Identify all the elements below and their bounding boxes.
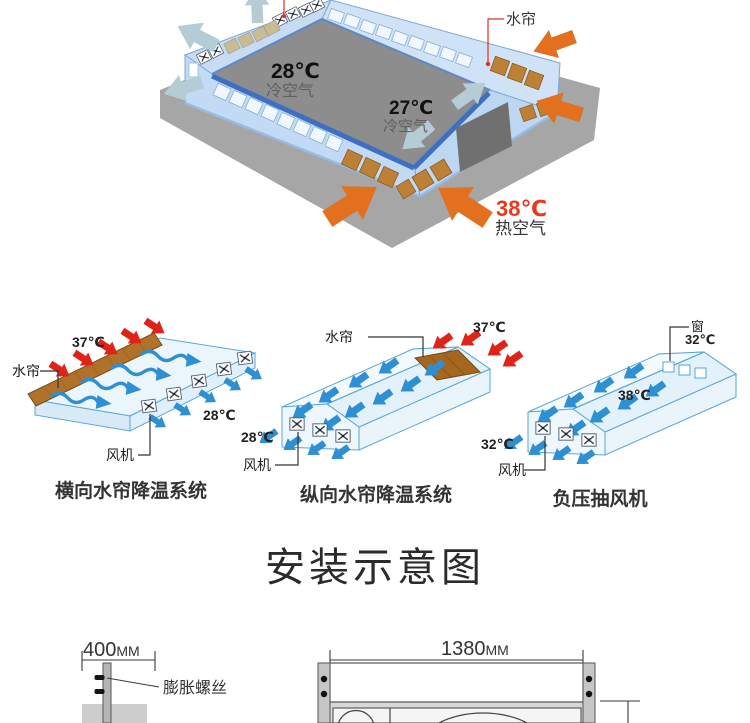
- outside-temp: 38℃: [496, 196, 547, 221]
- concrete-wall: [82, 704, 147, 723]
- negative-pressure-fan-diagram: 窗 32℃ 38℃ 32℃ 风机 负压抽风机: [481, 319, 738, 510]
- curtain-label: 水帘: [12, 363, 40, 379]
- height-dimension-start: [600, 700, 640, 723]
- fan-leader: [275, 432, 299, 466]
- horizontal-curtain-system-diagram: 水帘 37℃ 28℃ 风机 横向水帘降温系统: [12, 314, 266, 502]
- water-curtain-pointer: [282, 0, 504, 67]
- fan-label: 风机: [243, 457, 271, 473]
- fan-face-details: [337, 708, 529, 723]
- water-curtain-label: 水帘: [506, 11, 536, 28]
- system-caption: 负压抽风机: [552, 487, 647, 510]
- zone-a-temp: 28℃: [271, 60, 320, 83]
- end-door: [188, 62, 199, 78]
- window-temp: 32℃: [685, 332, 715, 347]
- warehouse-ventilation-diagram: 水帘 28℃ 冷空气 27℃ 冷空气 38℃ 热空气: [159, 0, 600, 248]
- zone-a-air: 冷空气: [266, 82, 314, 100]
- outside-air: 热空气: [495, 219, 546, 238]
- top-panel: [329, 662, 584, 703]
- curtain-leader: [368, 336, 424, 357]
- window-leader: [669, 326, 689, 361]
- zone-b-air: 冷空气: [383, 118, 428, 135]
- fan-unit-front-drawing: 1380MM: [317, 638, 640, 723]
- bolt-leader: [106, 677, 160, 688]
- expansion-bolts: [94, 675, 105, 694]
- inside-temp: 28℃: [241, 429, 274, 445]
- curtain-label: 水帘: [325, 329, 353, 345]
- post-bolts: [320, 675, 593, 698]
- dimension-line: [81, 651, 156, 671]
- fan-label: 风机: [106, 447, 134, 463]
- anchor-bolt-label: 膨胀螺丝: [163, 679, 227, 697]
- outlet-temp: 32℃: [481, 436, 514, 452]
- system-caption: 纵向水帘降温系统: [300, 483, 452, 506]
- fan-leader: [138, 414, 151, 456]
- dimension-line: [329, 650, 584, 664]
- outside-temp: 37℃: [473, 319, 506, 335]
- zone-b-temp: 27℃: [389, 98, 433, 119]
- curtain-leader: [40, 370, 59, 388]
- post-width-dimension: 400MM: [83, 639, 140, 661]
- post-install-drawing: 400MM 膨胀螺丝: [81, 639, 227, 723]
- outside-temp: 37℃: [72, 334, 105, 350]
- system-caption: 横向水帘降温系统: [55, 479, 207, 502]
- fan-leader: [524, 436, 546, 471]
- installation-drawings: 400MM 膨胀螺丝 1380MM: [81, 638, 640, 723]
- rolling-door: [456, 102, 512, 172]
- fan-width-dimension: 1380MM: [441, 638, 509, 660]
- inside-temp: 28℃: [203, 407, 236, 423]
- window-label: 窗: [691, 319, 704, 334]
- cooling-systems-diagrams: 水帘 37℃ 28℃ 风机 横向水帘降温系统: [12, 314, 738, 510]
- section-title: 安装示意图: [265, 546, 485, 590]
- fan-label: 风机: [498, 462, 526, 478]
- roof-temp: 38℃: [618, 387, 651, 403]
- inlet-windows: [662, 361, 707, 379]
- longitudinal-curtain-system-diagram: 水帘 37℃ 28℃ 风机 纵向水帘降温系统: [241, 319, 526, 506]
